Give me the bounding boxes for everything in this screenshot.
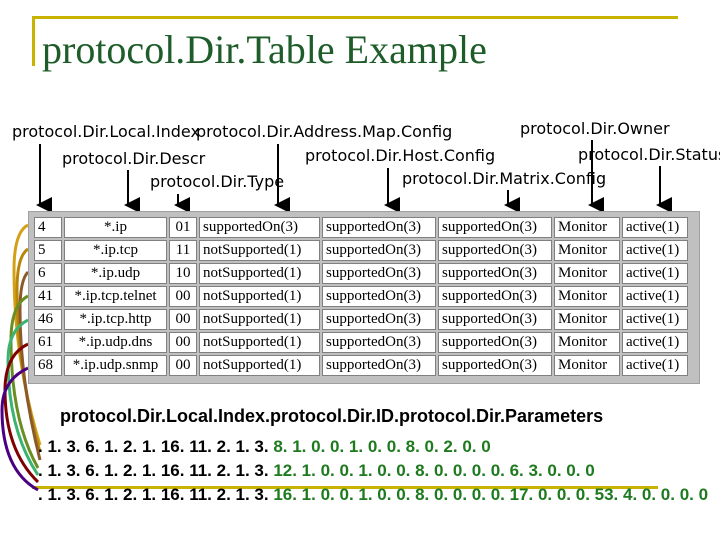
cell-host-config: supportedOn(3) [322,240,436,261]
cell-owner: Monitor [554,263,620,284]
oid-line-2-prefix: . 1. 3. 6. 1. 2. 1. 16. 11. 2. 1. 3. [38,461,274,480]
oid-line-1-prefix: . 1. 3. 6. 1. 2. 1. 16. 11. 2. 1. 3. [38,437,274,456]
cell-address-map-config: notSupported(1) [199,332,320,353]
oid-line-1-suffix: 8. 1. 0. 0. 1. 0. 0. 8. 0. 2. 0. 0 [273,437,491,456]
cell-matrix-config: supportedOn(3) [438,286,552,307]
cell-descr: *.ip.udp [64,263,167,284]
cell-matrix-config: supportedOn(3) [438,263,552,284]
cell-descr: *.ip.udp.dns [64,332,167,353]
cell-status: active(1) [622,355,688,376]
oid-header: protocol.Dir.Local.Index.protocol.Dir.ID… [60,406,604,426]
cell-matrix-config: supportedOn(3) [438,332,552,353]
label-address-map-config: protocol.Dir.Address.Map.Config [196,122,453,141]
cell-status: active(1) [622,217,688,238]
oid-line-1: . 1. 3. 6. 1. 2. 1. 16. 11. 2. 1. 3. 8. … [38,437,491,457]
cell-address-map-config: notSupported(1) [199,263,320,284]
cell-owner: Monitor [554,286,620,307]
cell-owner: Monitor [554,240,620,261]
cell-owner: Monitor [554,217,620,238]
cell-status: active(1) [622,240,688,261]
cell-type: 00 [169,286,197,307]
oid-line-3-suffix: 16. 1. 0. 0. 1. 0. 0. 8. 0. 0. 0. 0. 17.… [273,485,709,504]
cell-host-config: supportedOn(3) [322,332,436,353]
cell-owner: Monitor [554,332,620,353]
cell-owner: Monitor [554,355,620,376]
slide-title: protocol.Dir.Table Example [42,27,487,72]
oid-line-2-suffix: 12. 1. 0. 0. 1. 0. 0. 8. 0. 0. 0. 0. 6. … [273,461,595,480]
cell-type: 10 [169,263,197,284]
cell-type: 01 [169,217,197,238]
cell-local-index: 41 [34,286,62,307]
cell-descr: *.ip [64,217,167,238]
cell-local-index: 5 [34,240,62,261]
cell-status: active(1) [622,263,688,284]
footer-frame-rule [32,486,658,489]
label-host-config: protocol.Dir.Host.Config [305,146,496,165]
cell-type: 00 [169,332,197,353]
cell-host-config: supportedOn(3) [322,217,436,238]
cell-host-config: supportedOn(3) [322,286,436,307]
label-type: protocol.Dir.Type [150,172,285,191]
cell-local-index: 4 [34,217,62,238]
cell-descr: *.ip.tcp.http [64,309,167,330]
oid-line-3-prefix: . 1. 3. 6. 1. 2. 1. 16. 11. 2. 1. 3. [38,485,274,504]
cell-descr: *.ip.udp.snmp [64,355,167,376]
cell-address-map-config: notSupported(1) [199,355,320,376]
cell-matrix-config: supportedOn(3) [438,355,552,376]
cell-matrix-config: supportedOn(3) [438,240,552,261]
cell-status: active(1) [622,332,688,353]
label-descr: protocol.Dir.Descr [62,149,206,168]
cell-address-map-config: notSupported(1) [199,286,320,307]
bracket-row-7 [0,366,39,492]
cell-matrix-config: supportedOn(3) [438,217,552,238]
cell-type: 00 [169,309,197,330]
bracket-row-4 [9,294,40,469]
cell-owner: Monitor [554,309,620,330]
title-frame-top-rule [32,16,678,19]
label-owner: protocol.Dir.Owner [520,119,670,138]
title-frame-left-rule [32,16,35,66]
cell-address-map-config: supportedOn(3) [199,217,320,238]
cell-descr: *.ip.tcp.telnet [64,286,167,307]
cell-local-index: 6 [34,263,62,284]
cell-type: 11 [169,240,197,261]
label-local-index: protocol.Dir.Local.Index [12,122,200,141]
cell-host-config: supportedOn(3) [322,309,436,330]
cell-address-map-config: notSupported(1) [199,309,320,330]
oid-line-3: . 1. 3. 6. 1. 2. 1. 16. 11. 2. 1. 3. 16.… [38,485,708,505]
cell-address-map-config: notSupported(1) [199,240,320,261]
label-matrix-config: protocol.Dir.Matrix.Config [402,169,607,188]
cell-matrix-config: supportedOn(3) [438,309,552,330]
cell-status: active(1) [622,286,688,307]
cell-type: 00 [169,355,197,376]
cell-local-index: 61 [34,332,62,353]
label-status: protocol.Dir.Status [578,145,720,164]
cell-local-index: 46 [34,309,62,330]
cell-host-config: supportedOn(3) [322,355,436,376]
cell-local-index: 68 [34,355,62,376]
cell-descr: *.ip.tcp [64,240,167,261]
cell-status: active(1) [622,309,688,330]
cell-host-config: supportedOn(3) [322,263,436,284]
row-brackets [0,223,42,492]
oid-line-2: . 1. 3. 6. 1. 2. 1. 16. 11. 2. 1. 3. 12.… [38,461,595,481]
